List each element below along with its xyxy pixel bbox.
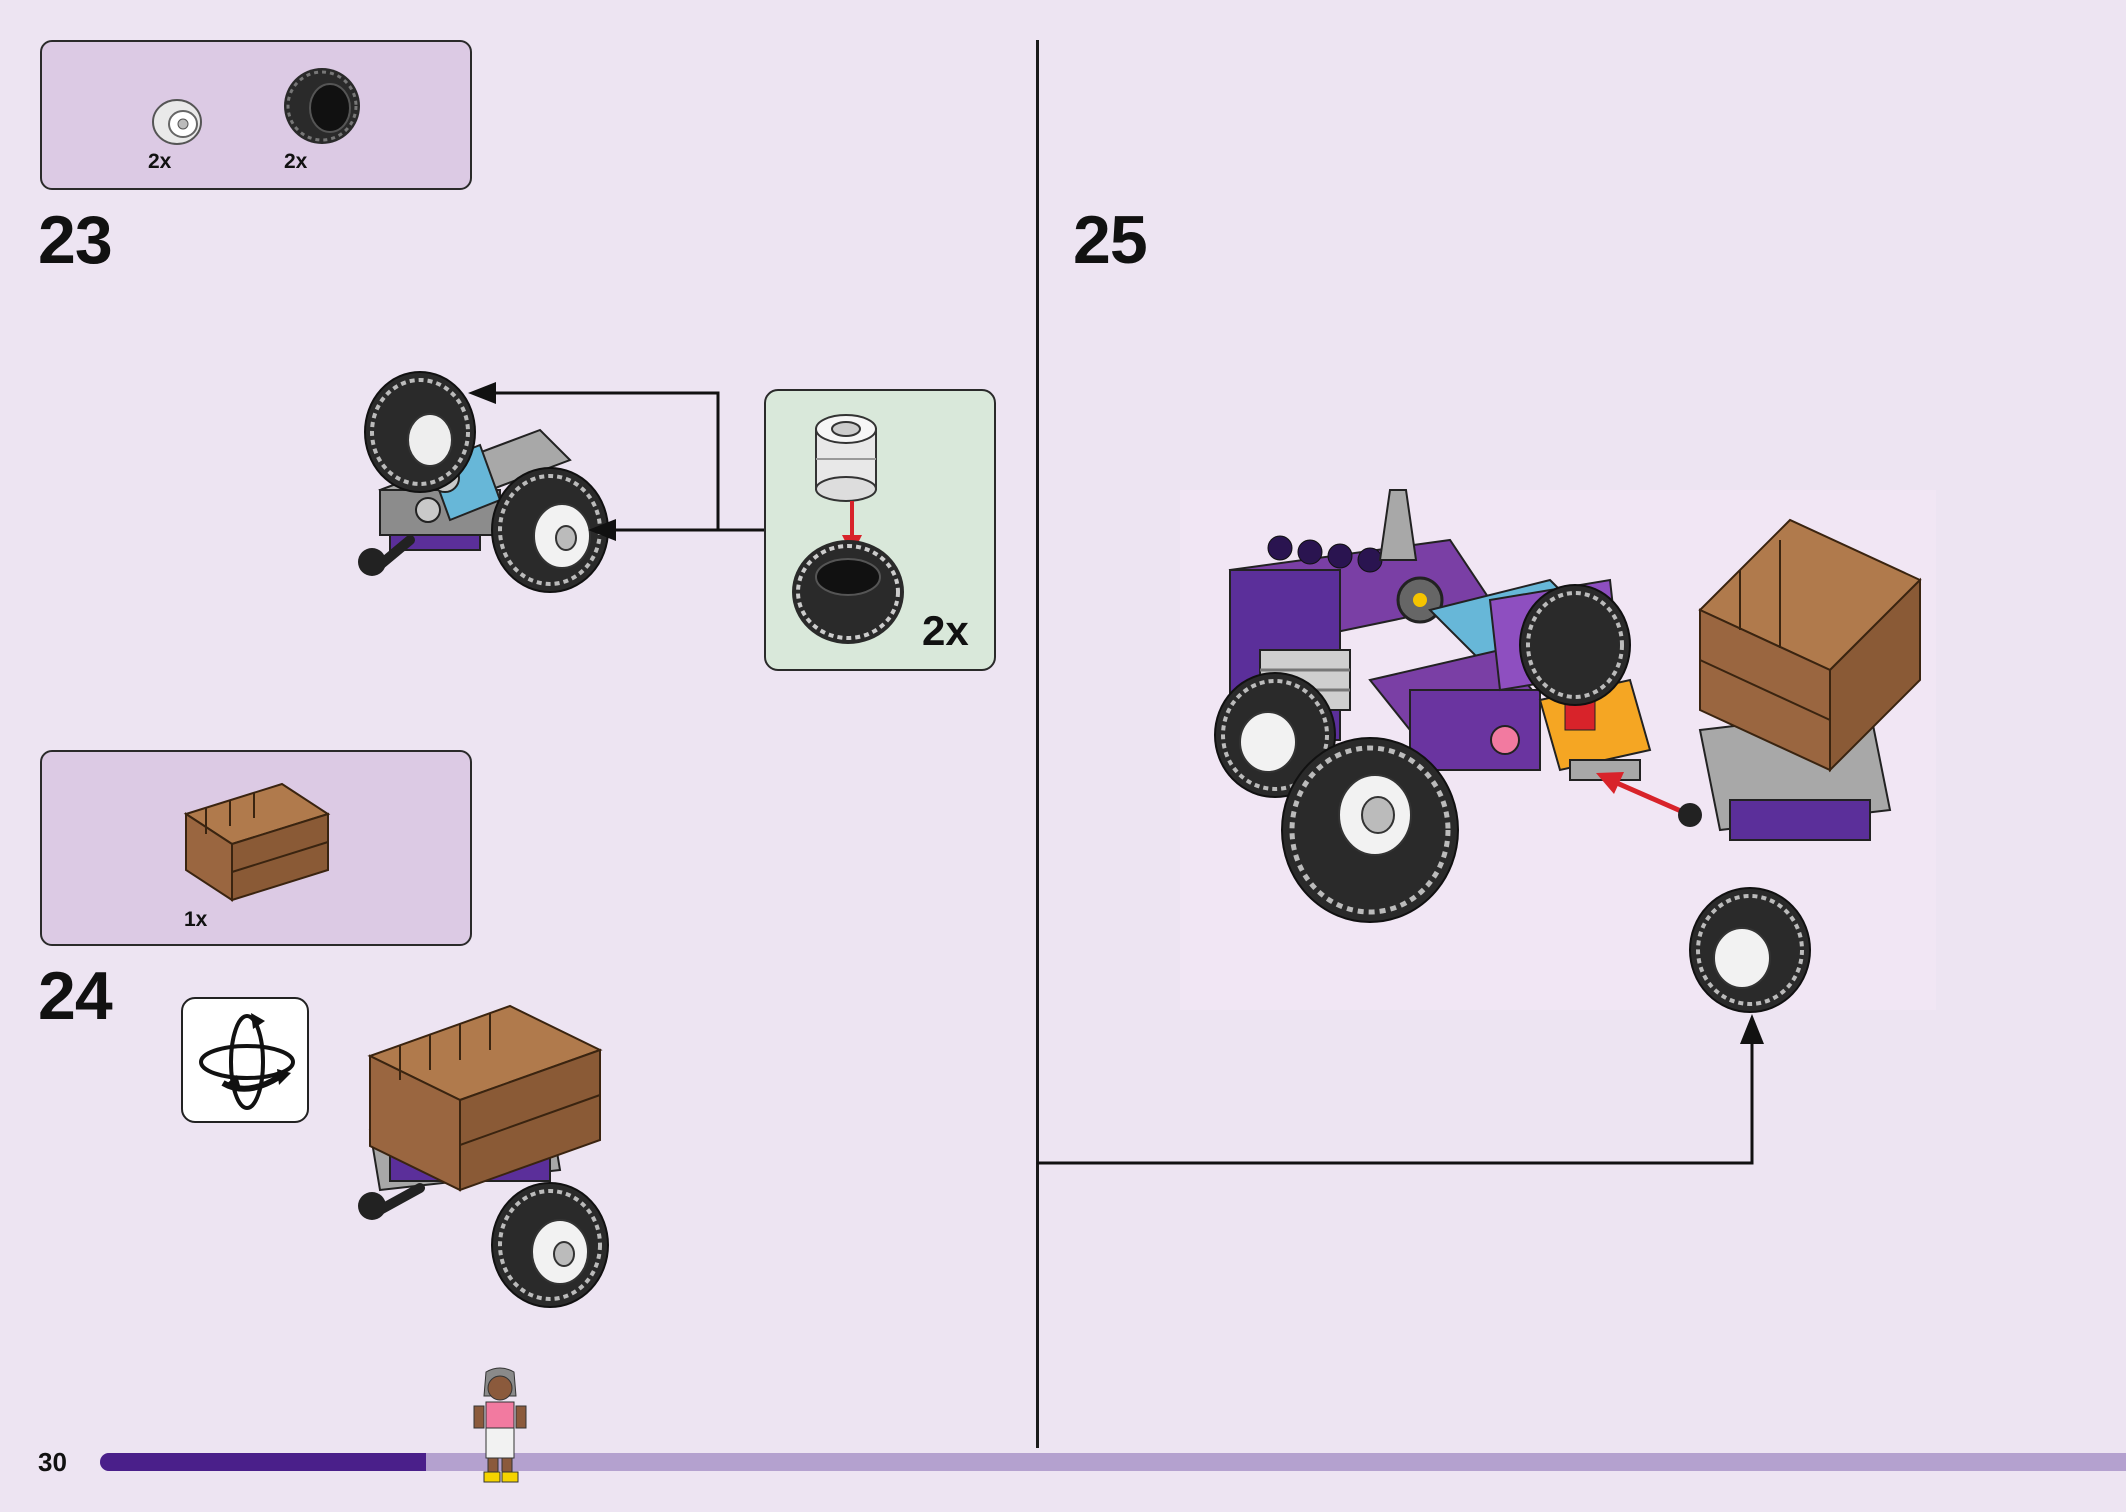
black-tire-icon xyxy=(792,540,904,644)
progress-bar-fill xyxy=(100,1453,427,1471)
progress-bar xyxy=(100,1453,2126,1471)
step-number: 23 xyxy=(38,202,113,278)
subassembly-connector-arrow xyxy=(1037,1014,1764,1165)
step-23-axle-assembly xyxy=(358,371,609,593)
subassembly-qty: 2x xyxy=(922,607,969,654)
part-qty: 2x xyxy=(284,150,308,173)
step-number: 24 xyxy=(38,958,113,1034)
rotate-model-box xyxy=(181,997,309,1123)
part-qty: 1x xyxy=(184,908,208,931)
subassembly-box: 2x xyxy=(764,389,996,671)
step-number: 25 xyxy=(1073,202,1148,278)
black-tire-icon xyxy=(284,68,360,144)
minifigure-icon xyxy=(473,1367,527,1483)
step-24-crate-assembly xyxy=(358,1004,609,1308)
part-qty: 2x xyxy=(148,150,172,173)
step-23-parts-box: 2x 2x xyxy=(40,40,472,190)
step-24-parts-box: 1x xyxy=(40,750,472,946)
brown-crate-icon xyxy=(183,782,331,902)
column-divider xyxy=(1036,40,1039,1448)
white-rim-icon xyxy=(152,99,202,145)
page-number: 30 xyxy=(38,1447,67,1477)
white-rim-icon xyxy=(815,414,877,502)
step-25-tractor-model xyxy=(1214,489,1922,1013)
rotate-icon xyxy=(199,1013,295,1110)
callout-arrows xyxy=(468,382,765,541)
